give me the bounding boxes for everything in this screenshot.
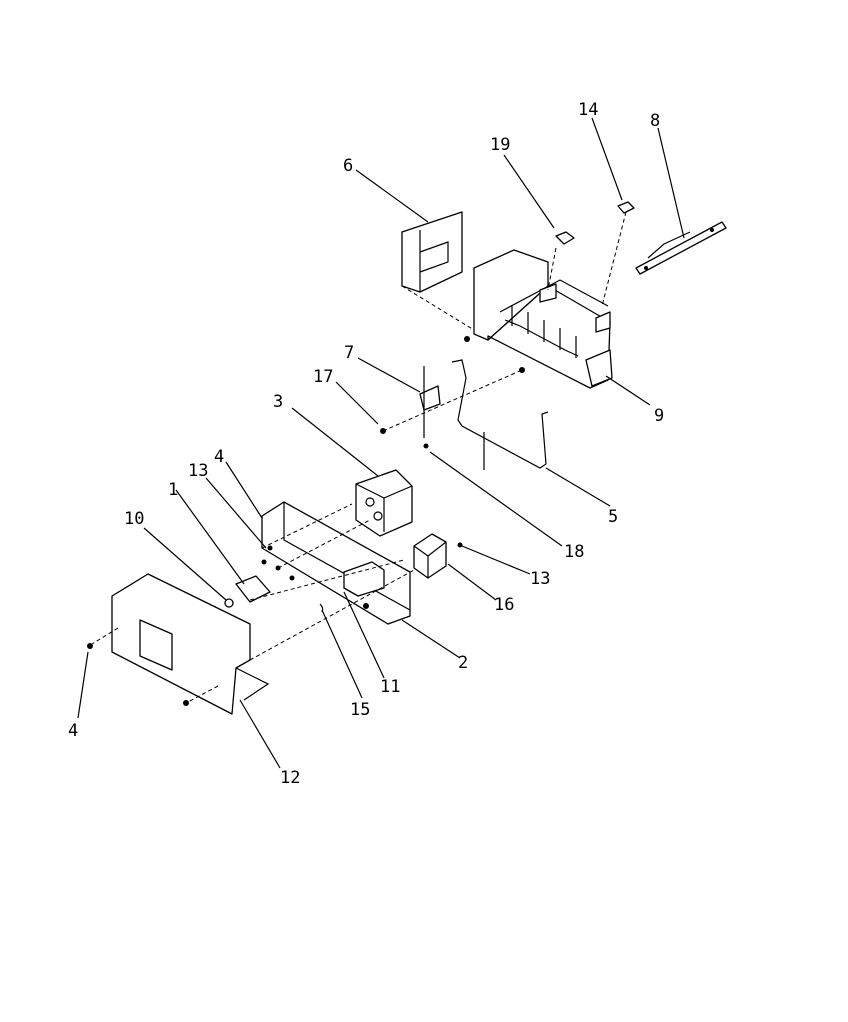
callout-2: 2 [458,653,468,673]
callout-14: 14 [578,100,598,120]
part-18-pin [423,366,429,449]
part-8-strap [635,221,727,275]
part-9-ice-mold [473,249,613,389]
part-1-clip [235,575,271,603]
callout-7: 7 [344,343,354,363]
callout-19: 19 [490,135,510,155]
part-3-motor [355,469,413,537]
callout-4-top: 4 [214,447,224,467]
part-5-bail-arm [451,359,549,470]
part-11-switch [343,561,385,597]
callout-3: 3 [273,392,283,412]
part-6-shield [401,211,463,293]
part-12-cover [111,573,270,715]
callout-12: 12 [280,768,300,788]
part-10-grommet [224,598,234,608]
part-16-block [413,533,447,579]
callout-4-left: 4 [68,721,78,741]
callout-11: 11 [380,677,400,697]
callout-labels: 6 19 14 8 9 7 17 3 4 13 1 10 5 18 13 16 … [68,100,664,788]
callout-16: 16 [494,595,514,615]
part-14-clip [617,201,635,214]
callout-18: 18 [564,542,584,562]
callout-1: 1 [168,480,178,500]
part-19-clip [555,231,575,245]
callout-17: 17 [313,367,333,387]
callout-6: 6 [343,156,353,176]
callout-5: 5 [608,507,618,527]
callout-15: 15 [350,700,370,720]
part-7-bracket [419,385,441,411]
assembly-lines [91,211,627,703]
callout-8: 8 [650,111,660,131]
callout-9: 9 [654,406,664,426]
leader-lines [77,117,685,769]
callout-10: 10 [124,509,144,529]
callout-13-right: 13 [530,569,550,589]
callout-13-left: 13 [188,461,208,481]
